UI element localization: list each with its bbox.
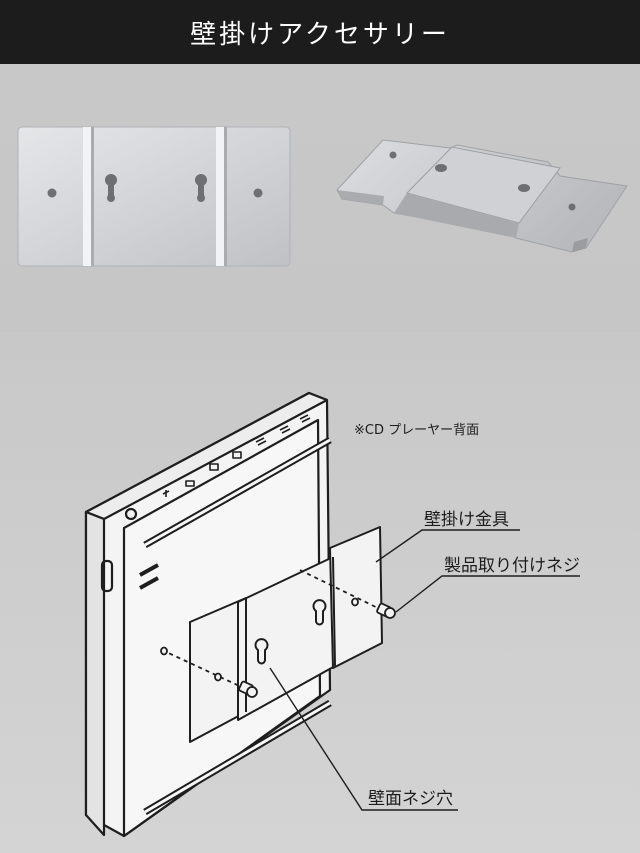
bracket-photo-angled (336, 139, 628, 253)
label-product-screw: 製品取り付けネジ (444, 556, 580, 576)
mounted-bracket (189, 526, 383, 743)
page-title-bar: 壁掛けアクセサリー (0, 0, 640, 64)
leader-lines (269, 529, 580, 811)
page-title: 壁掛けアクセサリー (190, 19, 450, 50)
screw-paths (160, 569, 396, 698)
label-wall-bracket: 壁掛け金具 (424, 510, 509, 530)
bracket-photo-front (17, 126, 291, 267)
cd-player-back-note: ※CD プレーヤー背面 (354, 423, 480, 438)
label-wall-screw-hole: 壁面ネジ穴 (368, 789, 453, 809)
